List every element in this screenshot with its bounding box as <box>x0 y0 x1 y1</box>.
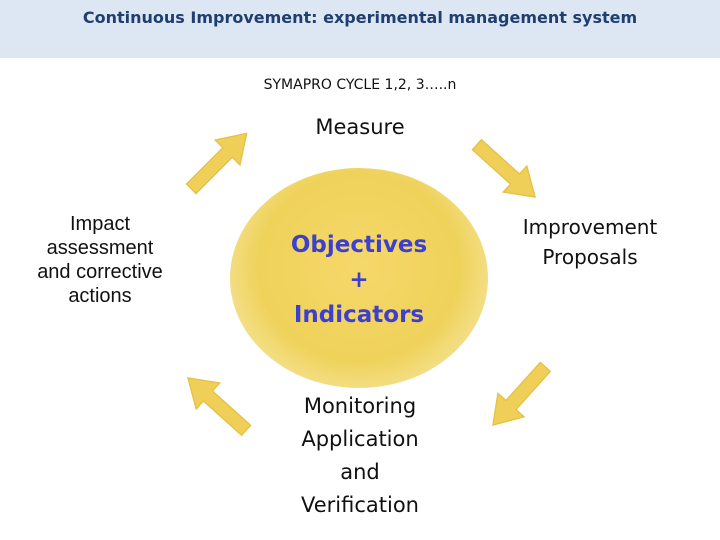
objectives-indicators-label: Objectives + Indicators <box>230 228 488 333</box>
impact-line-2: assessment <box>46 237 154 259</box>
center-line-plus: + <box>349 267 369 293</box>
improvement-line-2: Proposals <box>542 245 638 269</box>
center-line-indicators: Indicators <box>293 302 425 328</box>
cycle-label: SYMAPRO CYCLE 1,2, 3…..n <box>263 77 457 93</box>
impact-node: Impact assessment and corrective actions <box>10 212 190 308</box>
impact-line-1: Impact <box>69 213 131 235</box>
impact-line-3: and corrective <box>37 261 163 283</box>
center-line-objectives: Objectives <box>290 232 428 258</box>
arrow-to-improvement <box>464 130 548 211</box>
objectives-ellipse <box>230 168 488 388</box>
header-bar: Continuous Improvement: experimental man… <box>0 0 720 58</box>
page-title: Continuous Improvement: experimental man… <box>82 8 638 27</box>
measure-node: Measure <box>315 115 405 139</box>
monitoring-line-3: and <box>340 460 380 484</box>
monitoring-line-2: Application <box>301 427 419 451</box>
improvement-node: Improvement Proposals <box>490 212 690 272</box>
arrow-to-measure <box>178 120 260 202</box>
arrow-to-monitoring <box>479 354 560 438</box>
arrow-to-impact <box>175 364 259 445</box>
monitoring-line-4: Verification <box>301 493 419 517</box>
monitoring-node: Monitoring Application and Verification <box>250 390 470 522</box>
impact-line-4: actions <box>68 285 132 307</box>
improvement-line-1: Improvement <box>522 215 658 239</box>
monitoring-line-1: Monitoring <box>303 394 417 418</box>
